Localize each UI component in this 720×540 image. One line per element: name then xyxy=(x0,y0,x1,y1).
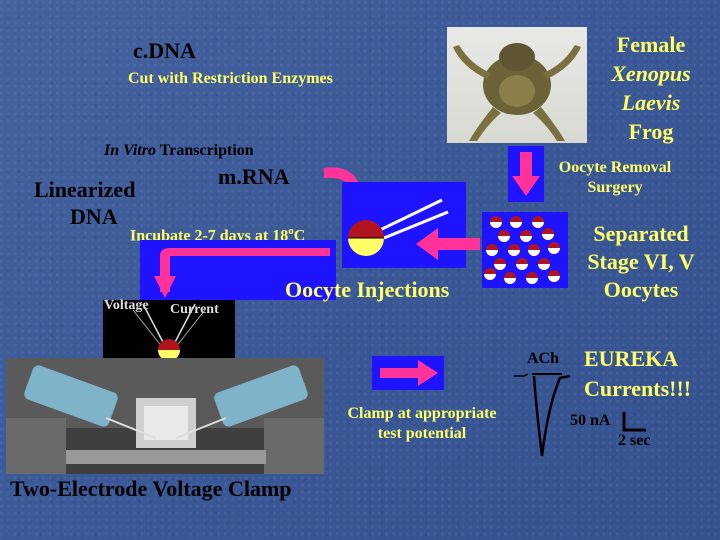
oocyte-icon xyxy=(542,228,554,240)
injection-panel xyxy=(342,182,466,268)
ach-label: ACh xyxy=(527,350,560,367)
oocyte-icon xyxy=(484,268,496,280)
oocyte-removal-label: Oocyte Removal Surgery xyxy=(540,158,690,198)
clamp-arrow-box xyxy=(372,356,444,390)
scale-current-label: 50 nA xyxy=(570,412,611,429)
separated-line2: Stage VI, V xyxy=(587,249,695,274)
oocyte-removal-line1: Oocyte Removal xyxy=(558,159,672,176)
eureka-line2: Currents!!! xyxy=(584,376,692,401)
oocyte-icon xyxy=(526,272,538,284)
clamp-line2: test potential xyxy=(377,425,467,442)
scale-bar xyxy=(622,412,646,432)
removal-arrow-box xyxy=(508,146,544,202)
clamp-line1: Clamp at appropriate xyxy=(347,405,497,422)
current-label: Current xyxy=(170,302,219,317)
rig-icon xyxy=(6,358,324,474)
transcription-label: Transcription xyxy=(159,142,254,159)
mrna-label: m.RNA xyxy=(218,164,290,189)
eureka-label: EUREKA Currents!!! xyxy=(584,344,691,404)
oocyte-injections-label: Oocyte Injections xyxy=(285,277,450,302)
frog-label-frog: Frog xyxy=(628,119,674,144)
oocyte-icon xyxy=(528,244,540,256)
separated-oocytes-panel xyxy=(482,212,568,288)
oocyte-grid xyxy=(484,216,560,284)
oocyte-icon xyxy=(538,258,550,270)
incubate-arrow-panel xyxy=(140,240,336,300)
in-vitro-label: In Vitro xyxy=(104,142,157,159)
in-vitro-transcription-label: In Vitro Transcription xyxy=(104,142,254,160)
oocyte-icon xyxy=(498,230,510,242)
oocyte-icon xyxy=(486,244,498,256)
oocyte-icon xyxy=(548,242,560,254)
current-trace xyxy=(514,373,571,457)
degree-sign: o xyxy=(288,225,294,237)
separated-line1: Separated xyxy=(593,221,689,246)
arrow-left-icon xyxy=(416,228,480,260)
scale-time-label: 2 sec xyxy=(618,432,651,449)
frog-label-xenopus: Xenopus xyxy=(611,61,691,86)
oocyte-icon xyxy=(532,216,544,228)
oocyte-icon xyxy=(504,272,516,284)
oocyte-icon xyxy=(510,216,522,228)
frog-label-laevis: Laevis xyxy=(621,90,681,115)
arrow-down-icon xyxy=(512,152,540,196)
separated-oocytes-label: Separated Stage VI, V Oocytes xyxy=(566,220,716,304)
cdna-label: c.DNA xyxy=(133,38,196,63)
oocyte-removal-line2: Surgery xyxy=(587,179,643,196)
frog-icon xyxy=(453,43,581,141)
oocyte-icon xyxy=(520,230,532,242)
tevc-photo xyxy=(6,358,324,474)
separated-line3: Oocytes xyxy=(603,277,679,302)
cut-restriction-label: Cut with Restriction Enzymes xyxy=(128,70,333,87)
linearized-label: Linearized xyxy=(34,177,136,202)
frog-photo xyxy=(447,27,587,143)
oocyte-icon xyxy=(494,258,506,270)
dna-label: DNA xyxy=(70,204,118,229)
incubate-unit: C xyxy=(293,227,306,245)
clamp-label: Clamp at appropriate test potential xyxy=(330,404,514,444)
eureka-line1: EUREKA xyxy=(584,346,679,371)
tevc-label: Two-Electrode Voltage Clamp xyxy=(10,476,292,501)
voltage-label: Voltage xyxy=(104,298,149,313)
oocyte-icon xyxy=(516,258,528,270)
linearized-dna-label: Linearized DNA xyxy=(34,176,184,230)
oocyte-icon xyxy=(490,216,502,228)
frog-label-female: Female xyxy=(616,32,686,57)
arrow-right-icon xyxy=(380,360,438,386)
oocyte-icon xyxy=(548,270,560,282)
oocyte-icon xyxy=(508,244,520,256)
arrow-bend-icon xyxy=(154,248,330,298)
injection-diagram xyxy=(348,198,449,256)
frog-label: Female Xenopus Laevis Frog xyxy=(596,30,706,146)
